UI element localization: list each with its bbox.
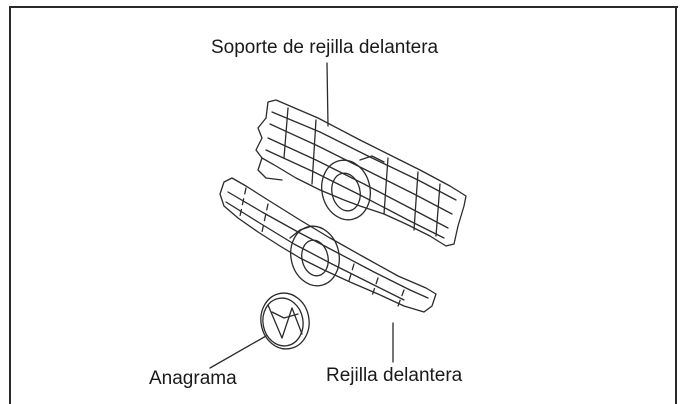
grille-support-part (255, 99, 467, 247)
label-emblem: Anagrama (149, 368, 237, 389)
leader-line-emblem (209, 335, 267, 369)
label-grille-support: Soporte de rejilla delantera (211, 37, 439, 58)
emblem-part (260, 292, 310, 350)
diagram-frame-right-edge (675, 6, 677, 404)
front-grille-part (219, 177, 437, 313)
leader-line-grille-support (326, 62, 329, 127)
label-front-grille: Rejilla delantera (326, 365, 463, 386)
diagram-frame (9, 6, 678, 404)
